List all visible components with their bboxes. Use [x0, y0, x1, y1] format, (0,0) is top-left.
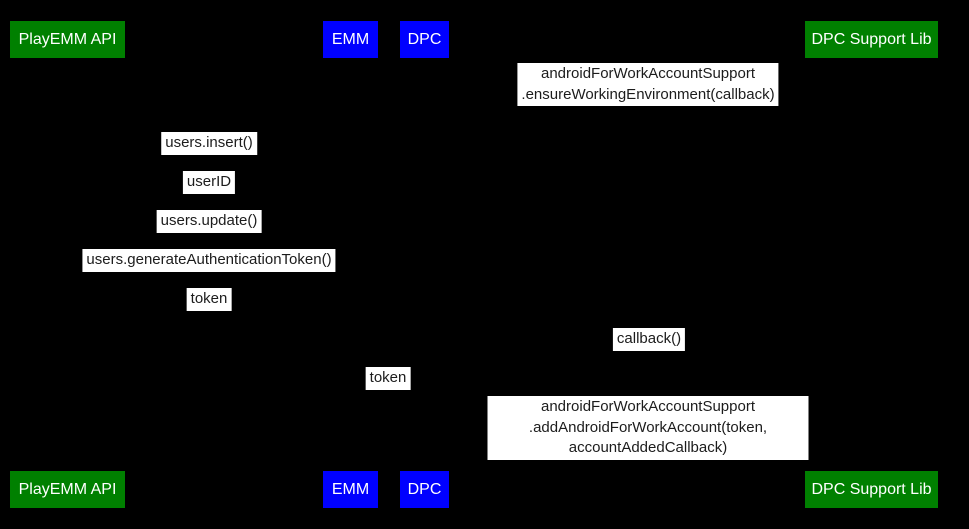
- message-token-to-emm: token: [186, 288, 232, 311]
- message-callback: callback(): [612, 328, 686, 351]
- participant-emm-bottom: EMM: [323, 471, 378, 508]
- message-generate-authentication-token: users.generateAuthenticationToken(): [82, 249, 336, 272]
- message-userid: userID: [182, 171, 236, 194]
- message-users-update: users.update(): [156, 210, 262, 233]
- participant-dpc-top: DPC: [400, 21, 449, 58]
- participant-playemm-api-top: PlayEMM API: [10, 21, 125, 58]
- message-users-insert: users.insert(): [161, 132, 257, 155]
- message-ensure-working-environment: androidForWorkAccountSupport .ensureWork…: [517, 63, 779, 106]
- message-token-to-dpc: token: [365, 367, 411, 390]
- message-add-android-for-work-account: androidForWorkAccountSupport .addAndroid…: [487, 396, 809, 460]
- participant-dpc-support-lib-bottom: DPC Support Lib: [805, 471, 938, 508]
- participant-dpc-bottom: DPC: [400, 471, 449, 508]
- participant-playemm-api-bottom: PlayEMM API: [10, 471, 125, 508]
- participant-dpc-support-lib-top: DPC Support Lib: [805, 21, 938, 58]
- participant-emm-top: EMM: [323, 21, 378, 58]
